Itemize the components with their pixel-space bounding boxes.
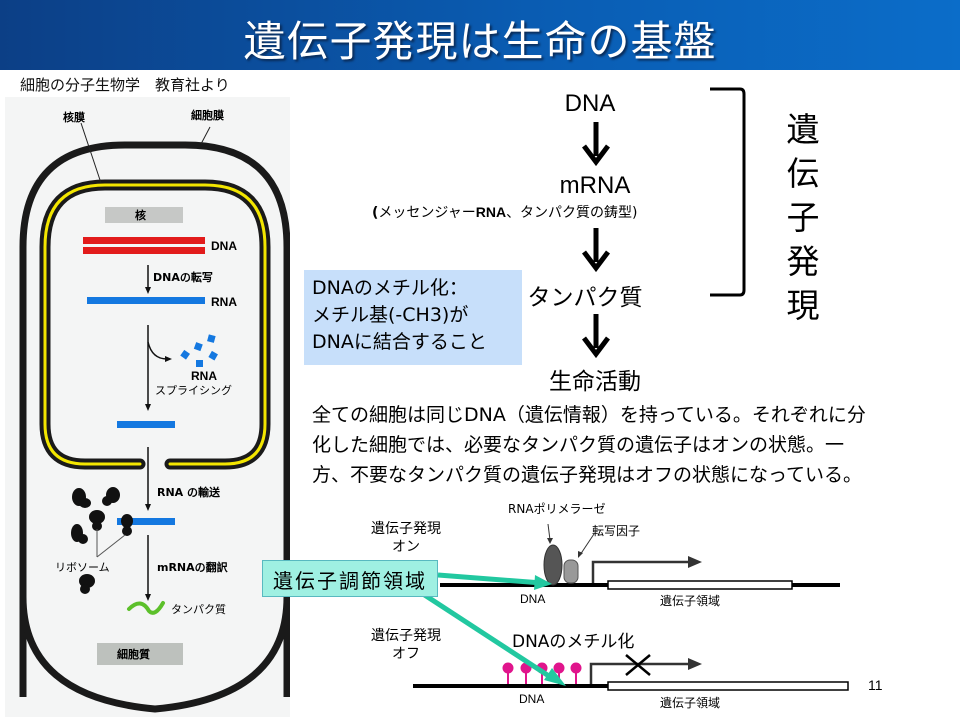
nucleus-label-bg <box>105 207 183 223</box>
label-translation: mRNAの翻訳 <box>157 561 228 574</box>
flow-protein: タンパク質 <box>527 285 643 311</box>
mrna-note-paren: ( <box>372 205 379 221</box>
flow-mrna: mRNA <box>559 172 631 199</box>
note-line: DNAのメチル化： <box>312 277 468 299</box>
ribosomes <box>71 487 133 594</box>
methylation-note-box: DNAのメチル化： メチル基(-CH3)が DNAに結合すること <box>304 270 522 365</box>
dna-strand-2 <box>83 247 205 254</box>
source-citation: 細胞の分子生物学 教育社より <box>20 76 230 94</box>
flow-life: 生命活動 <box>549 369 641 395</box>
flow-dna: DNA <box>564 90 616 117</box>
block-x-icon <box>625 654 651 676</box>
label-nucleus: 核 <box>135 209 146 222</box>
label-cell-membrane: 細胞膜 <box>191 109 224 122</box>
paragraph-line: 化した細胞では、必要なタンパク質の遺伝子はオンの状態。一 <box>312 434 845 456</box>
vertical-char: 子 <box>786 198 820 237</box>
cell-diagram: 核膜 細胞膜 核 DNA DNAの転写 RNA RNA スプライシング RNA … <box>5 97 290 717</box>
label-methylation: DNAのメチル化 <box>512 632 635 652</box>
methyl-groups <box>502 662 582 684</box>
label-gene-region-off: 遺伝子領域 <box>660 696 721 710</box>
page-number: 11 <box>868 677 883 693</box>
explanation-paragraph: 全ての細胞は同じDNA（遺伝情報）を持っている。それぞれに分 化した細胞では、必… <box>312 400 952 490</box>
cell-membrane <box>19 141 290 697</box>
arrow-down-icon <box>582 228 610 273</box>
label-dna-on: DNA <box>520 592 546 606</box>
gene-region-on <box>607 580 793 590</box>
mature-rna <box>117 421 175 428</box>
vertical-char: 発 <box>786 242 820 281</box>
arrow-down-icon <box>582 314 610 359</box>
pointer-arrow-on <box>437 572 543 586</box>
label-nuclear-membrane: 核膜 <box>63 111 85 124</box>
paragraph-line: 全ての細胞は同じDNA（遺伝情報）を持っている。それぞれに分 <box>312 404 866 426</box>
note-line: メチル基(-CH3)が <box>312 304 469 326</box>
label-dna: DNA <box>211 239 237 253</box>
arrow-down-icon <box>582 122 610 167</box>
label-rna-polymerase: RNAポリメラーゼ <box>508 502 606 516</box>
note-line: DNAに結合すること <box>312 331 487 353</box>
label-transcription: DNAの転写 <box>153 271 213 284</box>
vertical-char: 現 <box>786 286 820 325</box>
rna-strand <box>87 297 205 304</box>
vertical-char: 伝 <box>786 154 820 193</box>
label-protein: タンパク質 <box>171 603 226 616</box>
label-splicing: スプライシング <box>155 384 232 397</box>
label-gene-region-on: 遺伝子領域 <box>660 594 721 608</box>
label-gene-on-2: オン <box>392 539 420 555</box>
gene-region-off <box>607 681 849 691</box>
label-cytoplasm: 細胞質 <box>117 648 150 661</box>
transcription-factor <box>563 559 579 584</box>
regulatory-region-box: 遺伝子調節領域 <box>262 560 438 597</box>
label-rna: RNA <box>211 295 237 309</box>
dna-strand-1 <box>83 237 205 244</box>
mrna-note-b: 、タンパク質の鋳型) <box>506 205 638 221</box>
label-gene-off-2: オフ <box>392 646 420 662</box>
flow-mrna-note: (メッセンジャーRNA、タンパク質の鋳型) <box>372 202 638 222</box>
label-splicing-rna: RNA <box>191 369 217 383</box>
label-dna-off: DNA <box>519 692 545 706</box>
rna-polymerase <box>543 544 563 586</box>
slide-header: 遺伝子発現は生命の基盤 <box>0 0 960 70</box>
paragraph-line: 方、不要なタンパク質の遺伝子発現はオフの状態になっている。 <box>312 464 863 486</box>
mrna-note-a: メッセンジャー <box>378 205 476 221</box>
cytoplasm-label-bg <box>97 643 183 665</box>
label-rna-transport: RNA の輸送 <box>157 486 221 499</box>
label-ribosome: リボソーム <box>55 561 110 574</box>
protein-squiggle <box>127 601 165 615</box>
label-gene-off-1: 遺伝子発現 <box>371 628 441 644</box>
mrna-note-bold: RNA <box>475 204 507 220</box>
label-transcription-factor: 転写因子 <box>592 524 641 538</box>
cell-membrane-bottom <box>19 596 290 713</box>
slide-title: 遺伝子発現は生命の基盤 <box>243 17 717 66</box>
gene-expression-vertical-label: 遺 伝 子 発 現 <box>783 108 823 328</box>
label-gene-on-1: 遺伝子発現 <box>371 521 441 537</box>
nuclear-membrane-yellow <box>43 183 267 466</box>
bracket <box>710 87 746 297</box>
vertical-char: 遺 <box>786 110 820 149</box>
cytoplasm-mrna <box>117 518 175 525</box>
cell-diagram-svg <box>19 122 290 713</box>
